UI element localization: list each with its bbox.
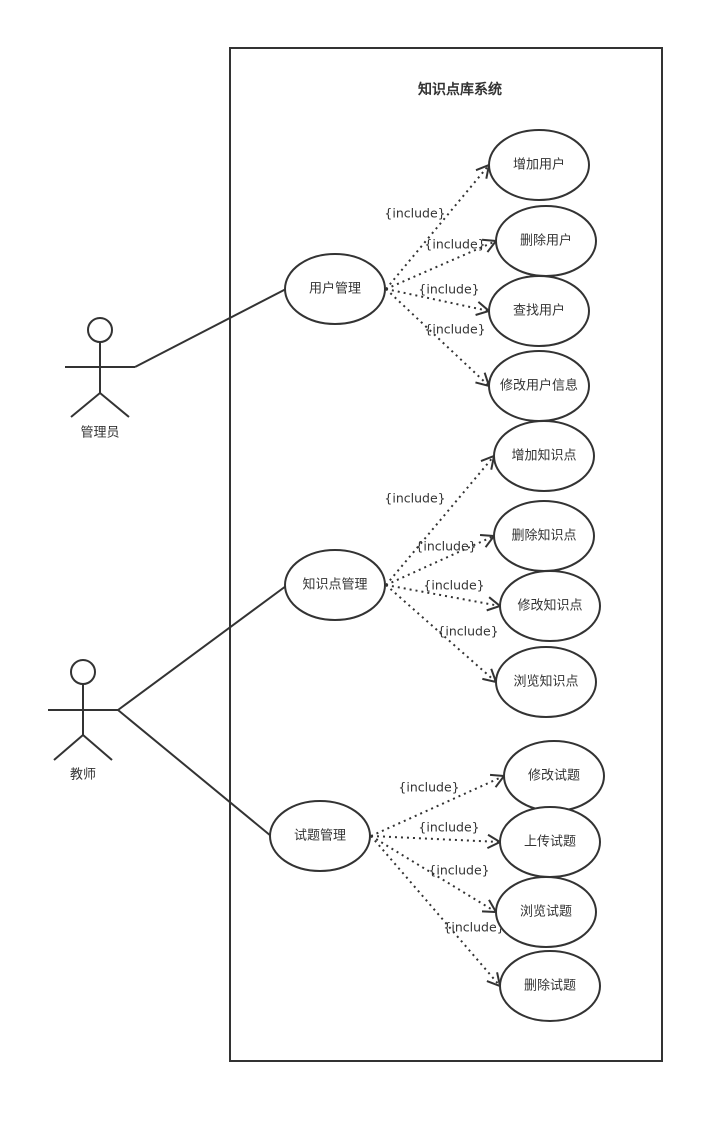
use-case-label: 浏览试题 [520,904,572,920]
use-case-browse-kp[interactable]: 浏览知识点 [495,646,597,718]
use-case-user-mgmt[interactable]: 用户管理 [284,253,386,325]
use-case-find-user[interactable]: 查找用户 [488,275,590,347]
include-label: {include} [415,539,476,554]
system-title: 知识点库系统 [418,81,502,98]
use-case-label: 修改用户信息 [500,378,578,394]
system-boundary [229,47,663,1062]
include-label: {include} [423,578,484,593]
include-edge [385,288,490,387]
use-case-add-user[interactable]: 增加用户 [488,129,590,201]
actor-label: 管理员 [80,426,119,441]
include-edge [370,835,497,913]
use-case-label: 修改知识点 [517,598,582,614]
include-arrowhead [475,301,492,316]
use-case-label: 增加知识点 [511,448,576,464]
use-case-edit-user[interactable]: 修改用户信息 [488,350,590,422]
use-case-label: 查找用户 [513,303,565,319]
actor-head [70,659,96,685]
association-teacher-kp-mgmt [117,585,287,711]
actor-right-leg [99,392,130,418]
include-label: {include} [384,491,445,506]
use-case-label: 知识点管理 [302,577,367,593]
actor-label: 教师 [70,767,96,783]
use-case-label: 增加用户 [513,157,565,173]
include-label: {include} [428,863,489,878]
actor-left-leg [70,392,101,418]
include-label: {include} [418,820,479,835]
include-label: {include} [384,206,445,221]
use-case-add-kp[interactable]: 增加知识点 [493,420,595,492]
include-label: {include} [398,780,459,795]
include-label: {include} [418,282,479,297]
include-edge [385,164,490,290]
actor-left-leg [53,734,84,761]
use-case-edit-kp[interactable]: 修改知识点 [499,570,601,642]
include-arrowhead [479,533,496,548]
use-case-label: 试题管理 [294,829,346,844]
include-edge [370,835,501,843]
use-case-q-mgmt[interactable]: 试题管理 [269,800,371,872]
use-case-del-user[interactable]: 删除用户 [495,205,597,277]
actor-admin[interactable]: 管理员 [65,317,135,441]
include-edge [385,535,495,586]
actor-head [87,317,113,343]
use-case-upload-q[interactable]: 上传试题 [499,806,601,878]
include-arrowhead [482,668,498,684]
association-teacher-q-mgmt [117,709,272,837]
include-edge [385,584,501,607]
use-case-edit-q[interactable]: 修改试题 [503,740,605,812]
include-arrowhead [486,833,503,850]
use-case-label: 删除用户 [520,233,572,249]
include-label: {include} [437,624,498,639]
use-case-kp-mgmt[interactable]: 知识点管理 [284,549,386,621]
use-case-del-kp[interactable]: 删除知识点 [493,500,595,572]
use-case-label: 上传试题 [524,835,576,850]
include-arrowhead [480,454,496,470]
actor-right-leg [82,734,113,761]
include-edge [385,455,495,586]
use-case-label: 删除知识点 [511,528,576,544]
use-case-label: 浏览知识点 [513,674,578,690]
use-case-label: 删除试题 [524,979,576,994]
association-admin-user-mgmt [134,288,287,368]
use-case-del-q[interactable]: 删除试题 [499,950,601,1022]
actor-teacher[interactable]: 教师 [48,659,118,783]
include-label: {include} [424,322,485,337]
use-case-label: 修改试题 [528,769,580,784]
include-edge [370,835,501,987]
include-edge [385,584,497,683]
include-label: {include} [424,237,485,252]
use-case-label: 用户管理 [309,281,361,297]
include-edge [385,240,497,290]
use-case-browse-q[interactable]: 浏览试题 [495,876,597,948]
include-label: {include} [443,920,504,935]
include-edge [370,775,505,837]
